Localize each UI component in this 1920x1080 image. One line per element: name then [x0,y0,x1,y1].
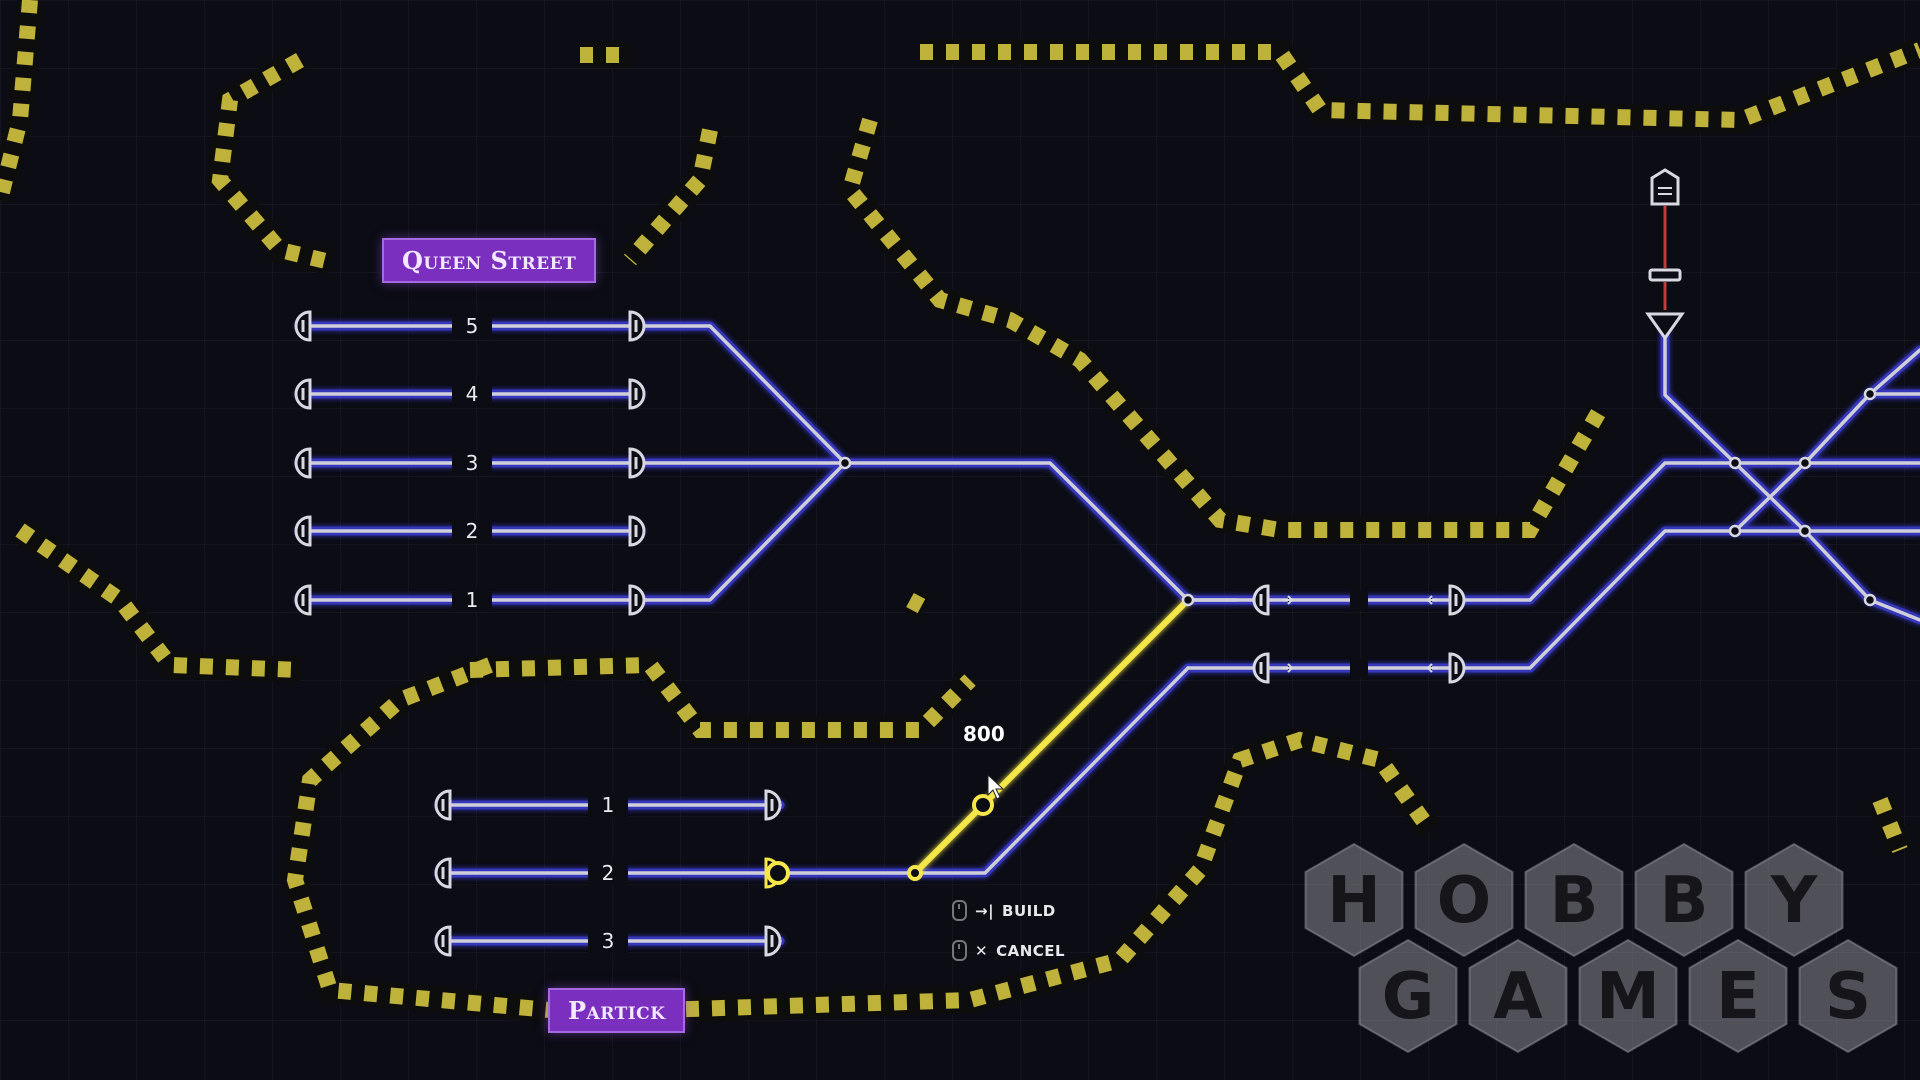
track-junctions[interactable] [838,387,1877,607]
watermark-letter: B [1660,864,1709,938]
watermark-hex [1524,842,1624,958]
platform-number: 3 [601,929,615,953]
signal-icon [1252,584,1294,616]
platform-number: 1 [601,793,615,817]
watermark-letter: G [1382,960,1435,1034]
signal-icon [628,515,646,547]
buffer-stop-icon [294,310,312,342]
signal-icon [764,789,782,821]
watermark-hex [1744,842,1844,958]
signal-icon [764,925,782,957]
signal-icon [628,584,646,616]
cancel-x-icon: ✕ [975,941,989,960]
build-hint[interactable]: →| BUILD [952,900,1056,921]
cancel-hint[interactable]: ✕ CANCEL [952,940,1065,961]
buffer-stop-icon [294,378,312,410]
signal-icon [628,310,646,342]
watermark-hex [1688,938,1788,1054]
watermark-letter: S [1825,960,1871,1034]
platform-number: 2 [601,861,615,885]
signal-icon [1426,584,1466,616]
platform-number: 4 [465,382,479,406]
hazard-boundaries [0,0,1920,1018]
watermark-hex [1358,938,1458,1054]
cursor-icon [987,773,1005,800]
buffer-stop-icon [434,789,452,821]
signal-icon [1426,652,1466,684]
preview-node-junction [972,794,994,816]
watermark-hex [1304,842,1404,958]
build-arrow-icon: →| [975,901,995,920]
watermark-hex [1634,842,1734,958]
watermark-letter: H [1327,864,1381,938]
depot[interactable] [1645,168,1685,341]
watermark-letter: B [1550,864,1599,938]
preview-nodes[interactable] [766,794,994,885]
platform-number: 5 [465,314,479,338]
platform-number: 3 [465,451,479,475]
build-label: BUILD [1002,901,1056,920]
signal-icon [1252,652,1294,684]
queen-street-platform-ends[interactable] [294,310,646,616]
switch-icon [1648,268,1682,282]
preview-node-start [766,861,790,885]
platform-number: 1 [465,588,479,612]
station-label-partick[interactable]: Partick [548,988,686,1033]
buffer-stop-icon [294,515,312,547]
watermark-letter: M [1596,960,1660,1034]
watermark-hex [1798,938,1898,1054]
buffer-stop-icon [434,925,452,957]
watermark-hex [1578,938,1678,1054]
watermark-letter: O [1437,864,1491,938]
preview-node-split [907,865,923,881]
build-cost-readout: 800 [963,722,1005,746]
station-label-queen-street[interactable]: Queen Street [382,238,597,283]
mouse-icon [952,940,967,961]
watermark-letter: E [1716,960,1760,1034]
buffer-stop-icon [294,447,312,479]
cancel-label: CANCEL [996,941,1066,960]
line-signals[interactable] [1252,584,1466,684]
watermark-hex [1468,938,1568,1054]
watermark-letter: Y [1770,864,1818,938]
buffer-stop-icon [294,584,312,616]
platform-number: 2 [465,519,479,543]
buffer-stop-icon [1645,312,1685,341]
buffer-stop-icon [434,857,452,889]
signal-icon [628,378,646,410]
mouse-icon [952,900,967,921]
watermark-letter: A [1493,960,1543,1034]
watermark-hex [1414,842,1514,958]
signal-icon [628,447,646,479]
